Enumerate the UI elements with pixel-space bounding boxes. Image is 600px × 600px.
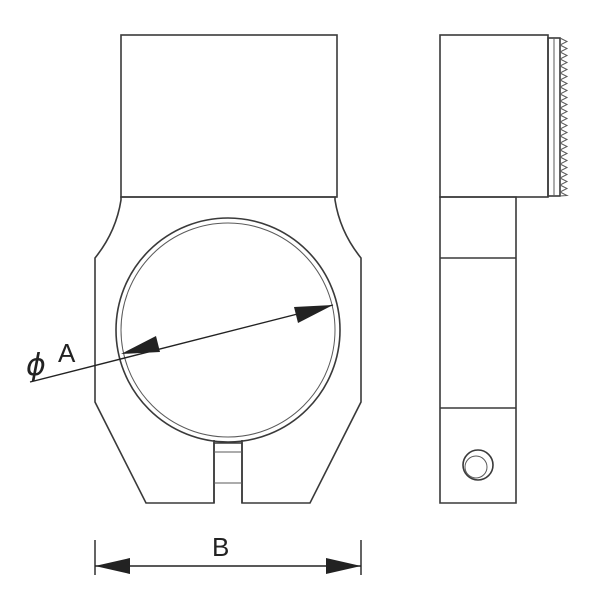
width-arrow-left: [95, 558, 130, 574]
width-label: B: [212, 532, 229, 562]
bore-inner: [120, 222, 336, 438]
screw-hole-inner: [464, 455, 488, 479]
side-view: [439, 34, 569, 504]
knurled-knob: [120, 34, 338, 198]
diameter-arrow-right: [294, 305, 333, 323]
diameter-label: A: [58, 338, 76, 368]
bore-outer: [115, 217, 341, 443]
screw-hole-outer: [462, 449, 494, 481]
side-lower-body: [439, 196, 517, 504]
diameter-symbol: ϕ: [26, 348, 46, 383]
diameter-arrow-left: [121, 336, 160, 354]
front-view: ϕ A B: [26, 34, 362, 575]
diameter-dimension: ϕ A: [26, 304, 334, 383]
side-upper-block: [439, 34, 549, 198]
width-arrow-right: [326, 558, 361, 574]
slot: [213, 440, 243, 503]
side-knurl-teeth: [558, 37, 569, 197]
width-dimension: B: [94, 532, 362, 575]
